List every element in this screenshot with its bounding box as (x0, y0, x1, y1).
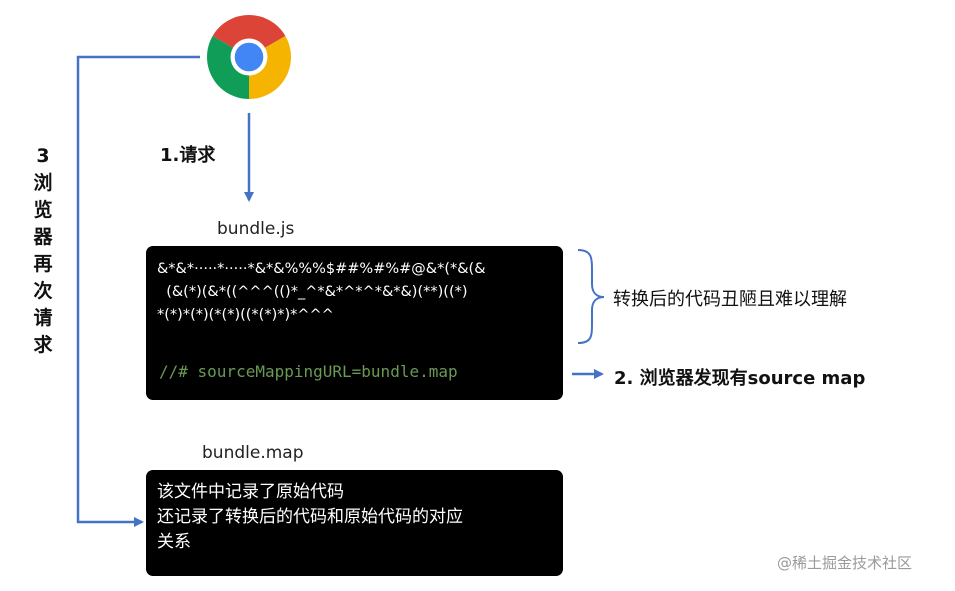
rerequest-char: 再 (33, 253, 53, 275)
map-description-line: 该文件中记录了原始代码 (157, 482, 344, 502)
rerequest-char: 浏 (33, 172, 53, 194)
watermark: @稀土掘金技术社区 (777, 554, 913, 572)
ugly-code-annotation: 转换后的代码丑陋且难以理解 (613, 289, 847, 310)
source-mapping-comment: //# sourceMappingURL=bundle.map (159, 362, 458, 381)
step-found-label: 2. 浏览器发现有source map (614, 368, 866, 389)
rerequest-char: 求 (33, 334, 53, 356)
rerequest-char: 器 (33, 226, 53, 248)
rerequest-arrow (76, 55, 200, 527)
bundle-js-filename: bundle.js (217, 219, 295, 239)
map-description-line: 还记录了转换后的代码和原始代码的对应 (157, 507, 463, 527)
map-description-line: 关系 (157, 532, 191, 552)
bundle-map-filename: bundle.map (202, 443, 304, 463)
rerequest-number: 3 (36, 145, 50, 167)
garbled-code-line: &*&*·····*·····*&*&%%%$##%#%#@&*(*&(& (157, 261, 486, 277)
rerequest-char: 次 (33, 280, 53, 302)
bundle-js-code-box: &*&*·····*·····*&*&%%%$##%#%#@&*(*&(& (&… (146, 246, 563, 400)
garbled-code-line: *(*)*(*)(*(*)((*(*)*)*^^^ (157, 307, 334, 323)
code-brace (577, 249, 605, 344)
bundle-map-box: 该文件中记录了原始代码 还记录了转换后的代码和原始代码的对应 关系 (146, 470, 563, 576)
step-rerequest-label: 3 浏 览 器 再 次 请 求 (28, 143, 58, 359)
rerequest-char: 请 (33, 307, 53, 329)
chrome-logo-icon (207, 15, 291, 99)
garbled-code-line: (&(*)(&*((^^^(()*_^*&*^*^*&*&)(**)((*) (157, 284, 468, 300)
step-request-label: 1.请求 (160, 145, 216, 166)
rerequest-char: 览 (33, 199, 53, 221)
